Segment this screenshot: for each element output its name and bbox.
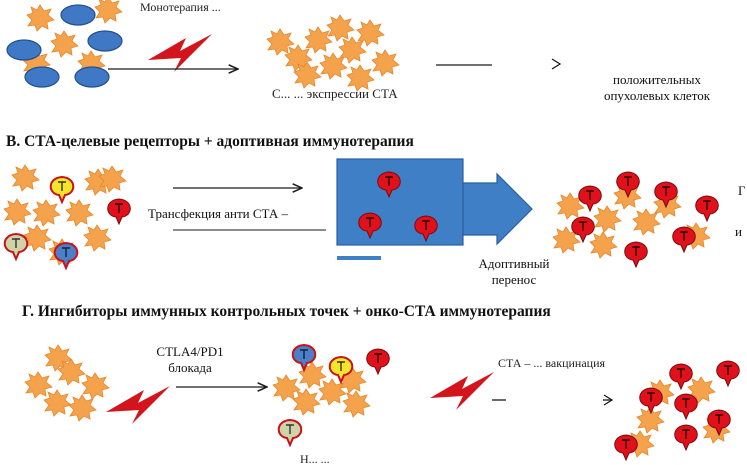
section-a-initial-cells xyxy=(7,0,122,87)
section-b-result-cells xyxy=(553,172,718,267)
section-c-result-cells xyxy=(615,361,740,460)
adoptive-transfer-label: Адоптивный перенос xyxy=(466,256,562,288)
lightning-bolt-icon xyxy=(106,386,170,424)
transfer-box xyxy=(337,159,532,260)
section-a-selected-cells xyxy=(267,15,399,91)
lightning-bolt-icon xyxy=(430,372,494,410)
section-c-heading: Г. Ингибиторы иммунных контрольных точек… xyxy=(22,303,551,321)
section-a-result-label: положительных опухолевых клеток xyxy=(597,72,717,104)
section-b-heading: В. СТА-целевые рецепторы + адоптивная им… xyxy=(6,133,414,151)
section-c-bottom-label: Н... ... xyxy=(300,453,460,465)
section-b-right-fragment-2: и xyxy=(735,224,742,240)
section-b-initial-cells xyxy=(4,165,130,268)
section-c-middle-cells xyxy=(273,345,389,445)
lightning-bolt-icon xyxy=(148,34,212,72)
section-a-top-label: Монотерапия ... xyxy=(140,2,290,15)
transfection-label: Трансфекция анти СТА – xyxy=(148,206,288,222)
section-c-initial-cells xyxy=(25,345,109,421)
arrow-a2-head xyxy=(552,59,560,69)
section-a-middle-label: С... ... экспрессии СТА xyxy=(272,86,412,120)
blockade-label: CTLA4/PD1 блокада xyxy=(150,344,230,376)
section-b-right-fragment: Г xyxy=(738,183,746,199)
cta-immunization-label: СТА – ... вакцинация xyxy=(498,357,638,369)
